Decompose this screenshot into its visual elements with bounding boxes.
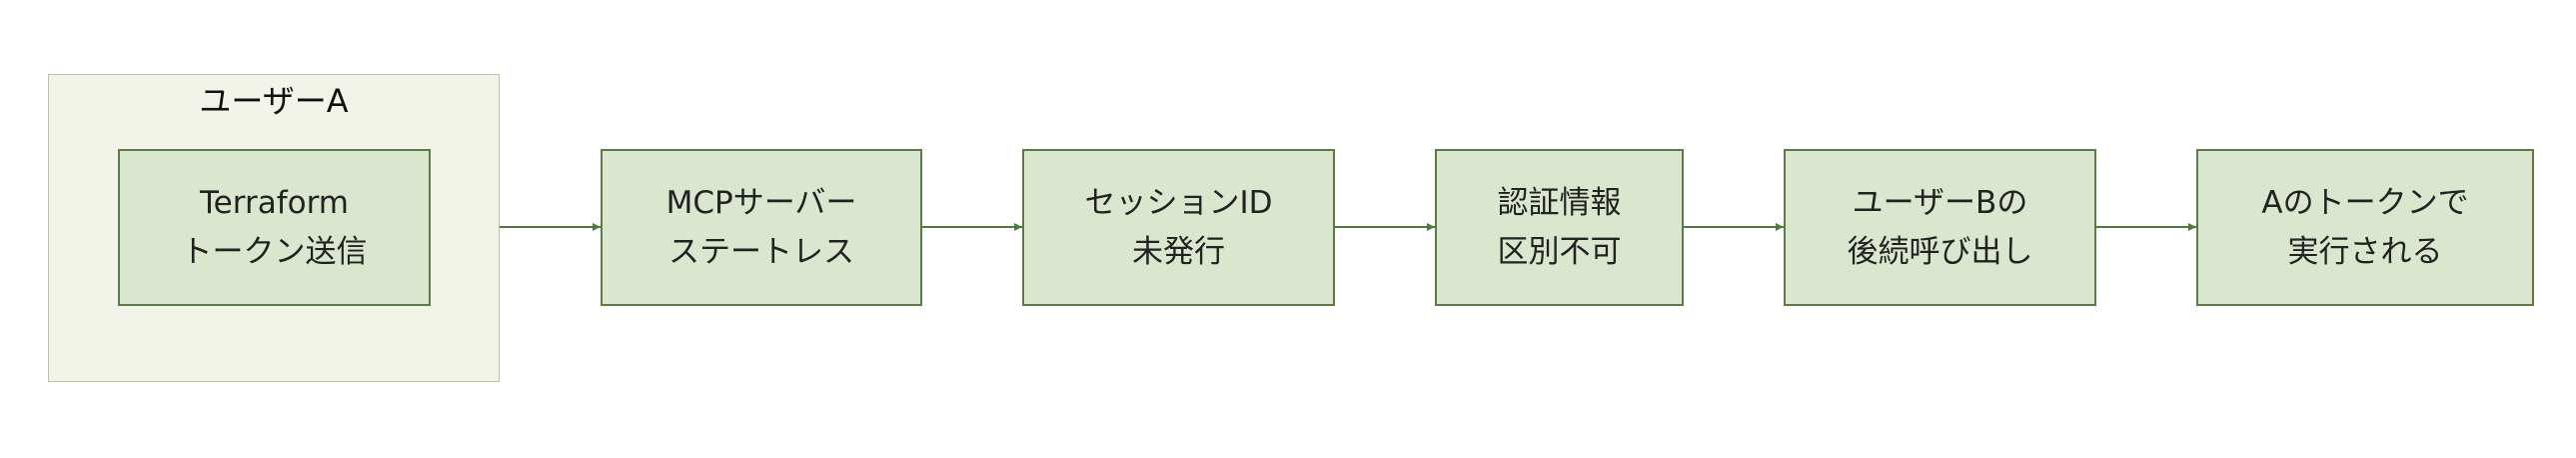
node-line: ステートレス bbox=[668, 233, 854, 270]
node-line: MCPサーバー bbox=[665, 185, 857, 222]
node-user-b-subsequent-call: ユーザーBの 後続呼び出し bbox=[1784, 149, 2096, 306]
group-title: ユーザーA bbox=[199, 82, 349, 120]
node-line: 実行される bbox=[2287, 233, 2443, 270]
node-line: 認証情報 bbox=[1497, 185, 1622, 222]
node-line: セッションID bbox=[1084, 185, 1273, 222]
node-line: 未発行 bbox=[1132, 233, 1225, 270]
node-line: トークン送信 bbox=[181, 233, 368, 270]
node-executed-with-a-token: Aのトークンで 実行される bbox=[2196, 149, 2534, 306]
node-line: Terraform bbox=[200, 185, 349, 222]
node-credentials-indistinguishable: 認証情報 区別不可 bbox=[1435, 149, 1684, 306]
node-line: Aのトークンで bbox=[2261, 185, 2469, 222]
node-mcp-server-stateless: MCPサーバー ステートレス bbox=[601, 149, 922, 306]
node-line: 後続呼び出し bbox=[1847, 233, 2033, 270]
node-line: 区別不可 bbox=[1497, 233, 1622, 270]
node-terraform-token-send: Terraform トークン送信 bbox=[118, 149, 431, 306]
node-line: ユーザーBの bbox=[1852, 185, 2028, 222]
node-session-id-not-issued: セッションID 未発行 bbox=[1022, 149, 1335, 306]
